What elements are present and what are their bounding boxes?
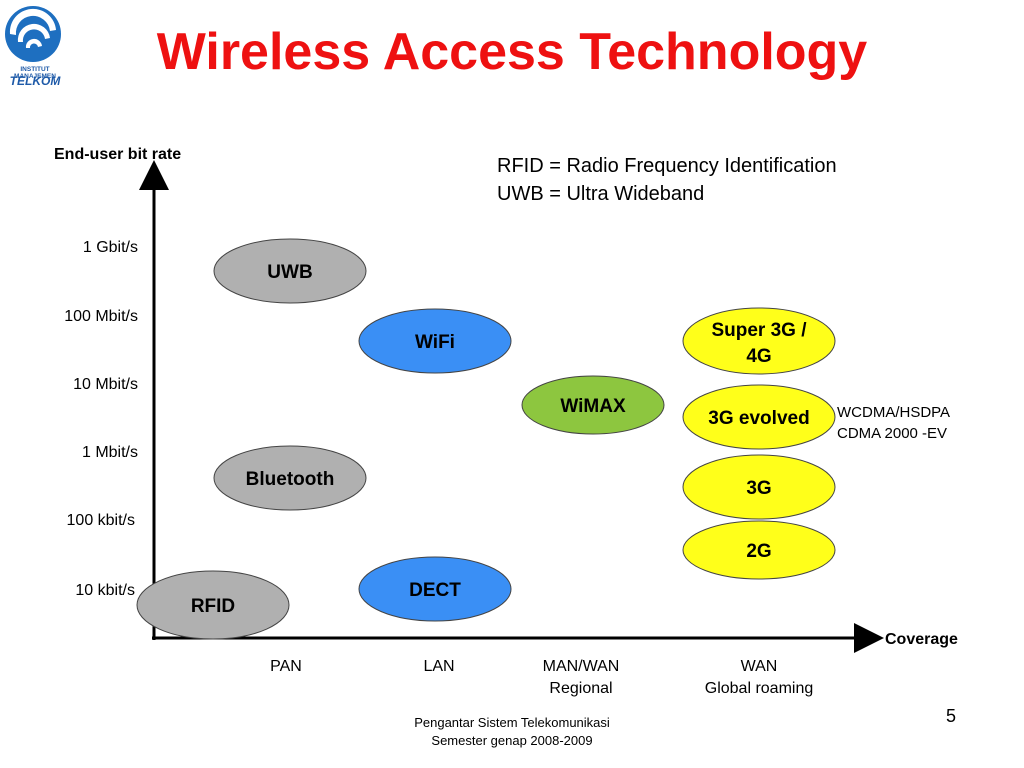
logo-name: TELKOM xyxy=(9,74,61,88)
x-category-wan-line2: Global roaming xyxy=(704,680,814,697)
y-tick-10mbit: 10 Mbit/s xyxy=(73,376,138,393)
label-bluetooth: Bluetooth xyxy=(246,469,335,490)
x-category-man-wan-line1: MAN/WAN xyxy=(542,658,620,675)
x-category-lan-line1: LAN xyxy=(423,658,455,675)
x-category-pan-line1: PAN xyxy=(270,658,302,675)
note-line2: CDMA 2000 -EV xyxy=(837,425,948,442)
x-axis-title: Coverage xyxy=(885,631,958,648)
y-axis-title: End-user bit rate xyxy=(54,146,182,163)
label-uwb: UWB xyxy=(267,262,312,283)
x-category-man-wan-line2: Regional xyxy=(549,680,613,697)
ellipse-rfid: RFID xyxy=(136,570,290,640)
ellipse-2g: 2G xyxy=(682,520,836,580)
label-wimax: WiMAX xyxy=(560,396,626,417)
ellipse-wimax: WiMAX xyxy=(521,375,665,435)
slide-title: Wireless Access Technology xyxy=(156,23,868,81)
ellipse-super-3g-4g: Super 3G / 4G xyxy=(682,307,836,375)
legend-rfid: RFID = Radio Frequency Identification xyxy=(497,155,837,177)
footer-line1: Pengantar Sistem Telekomunikasi xyxy=(414,715,610,730)
telkom-logo-icon xyxy=(5,6,61,62)
page-number: 5 xyxy=(946,706,957,726)
ellipse-3g: 3G xyxy=(682,454,836,520)
label-3g-evolved: 3G evolved xyxy=(708,408,809,429)
footer-line2: Semester genap 2008-2009 xyxy=(431,733,593,748)
y-tick-10kbit: 10 kbit/s xyxy=(75,582,135,599)
ellipse-bluetooth: Bluetooth xyxy=(213,445,367,511)
label-super-3g-line1: Super 3G / xyxy=(711,320,807,341)
ellipse-3g-evolved: 3G evolved xyxy=(682,384,836,450)
x-category-pan: PAN xyxy=(196,656,376,678)
ellipse-dect: DECT xyxy=(358,556,512,622)
label-dect: DECT xyxy=(409,580,461,601)
x-category-lan: LAN xyxy=(349,656,529,678)
3g-evolved-note: WCDMA/HSDPA CDMA 2000 -EV xyxy=(837,402,950,444)
x-category-wan: WAN Global roaming xyxy=(669,656,849,700)
y-tick-100mbit: 100 Mbit/s xyxy=(64,308,138,325)
note-line1: WCDMA/HSDPA xyxy=(837,404,951,421)
label-super-3g-line2: 4G xyxy=(746,346,771,367)
telkom-logo xyxy=(0,0,70,95)
x-category-man-wan: MAN/WAN Regional xyxy=(491,656,671,700)
y-tick-1gbit: 1 Gbit/s xyxy=(82,239,138,256)
y-tick-1mbit: 1 Mbit/s xyxy=(81,444,138,461)
label-wifi: WiFi xyxy=(415,332,455,353)
slide-footer: Pengantar Sistem Telekomunikasi Semester… xyxy=(362,714,662,750)
legend-uwb: UWB = Ultra Wideband xyxy=(497,183,705,205)
label-rfid: RFID xyxy=(191,596,235,617)
label-3g: 3G xyxy=(746,478,771,499)
y-tick-100kbit: 100 kbit/s xyxy=(66,512,135,529)
ellipse-uwb: UWB xyxy=(213,238,367,304)
logo-small-text: INSTITUT MANAJEMEN xyxy=(14,66,56,80)
ellipse-wifi: WiFi xyxy=(358,308,512,374)
x-category-wan-line1: WAN xyxy=(740,658,778,675)
label-2g: 2G xyxy=(746,541,771,562)
abbreviation-legend: RFID = Radio Frequency Identification UW… xyxy=(497,152,837,208)
